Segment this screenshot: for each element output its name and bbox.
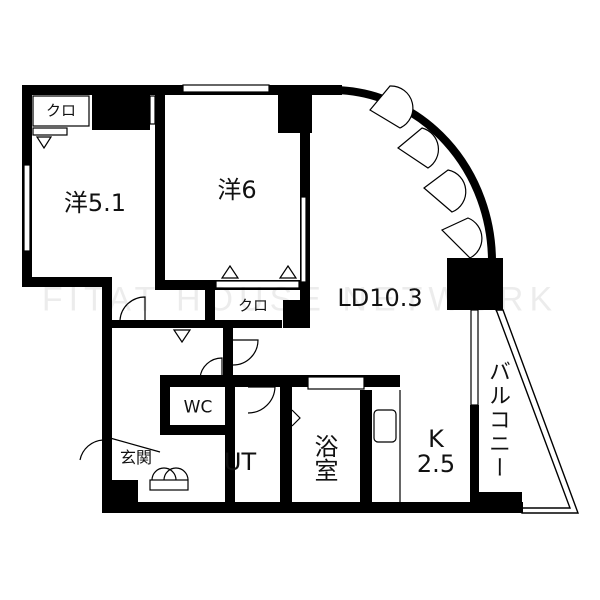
- closet-label-western-1: クロ: [45, 101, 77, 120]
- balcony-outline: [494, 309, 580, 514]
- closet-label-western-2: クロ: [237, 296, 269, 315]
- curved-wall: [334, 86, 496, 263]
- room-label-western-2: 洋6: [217, 176, 257, 204]
- room-label-kitchen: K 2.5: [416, 424, 456, 478]
- bay-window-panes: [369, 85, 483, 259]
- windows: [23, 84, 479, 406]
- closet-doors: [32, 95, 300, 344]
- door-swings: [79, 296, 401, 503]
- room-label-bathroom: 浴室: [310, 434, 338, 482]
- room-label-western-1: 洋5.1: [63, 189, 127, 217]
- room-label-wc: WC: [183, 397, 213, 418]
- kitchen-size: 2.5: [416, 450, 456, 478]
- kitchen-label: K: [428, 424, 444, 453]
- room-label-living-dining: LD10.3: [337, 284, 423, 312]
- watermark: FITAT HOUSE NETWORK: [41, 280, 559, 319]
- room-label-entrance: 玄関: [119, 448, 153, 467]
- room-label-balcony: バルコニー: [485, 360, 510, 480]
- room-label-utility: UT: [223, 448, 257, 476]
